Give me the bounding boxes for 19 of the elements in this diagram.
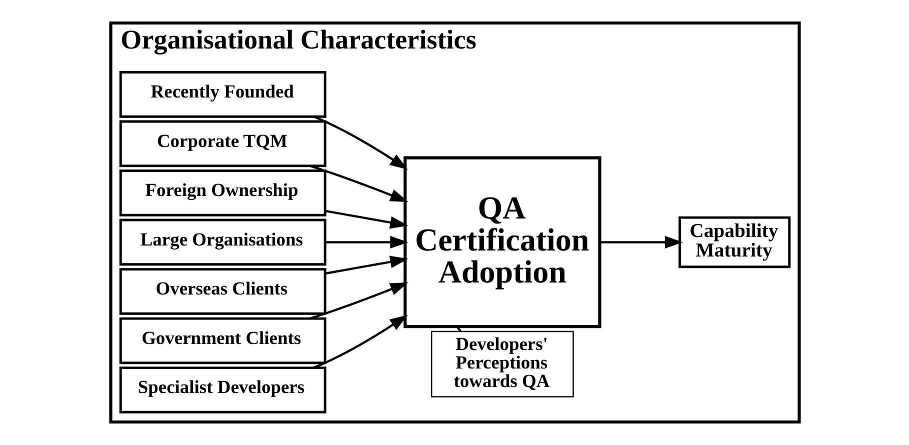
- node-box: Recently Founded: [118, 71, 326, 118]
- node-box: Foreign Ownership: [118, 170, 326, 216]
- node-box: Capability Maturity: [678, 216, 790, 268]
- node-box: Developers' Perceptions towards QA: [430, 330, 574, 398]
- node-box: Government Clients: [118, 317, 326, 364]
- arrow: [324, 236, 408, 248]
- node-box: Overseas Clients: [118, 268, 326, 315]
- arrow: [312, 314, 408, 369]
- arrow: [312, 116, 408, 170]
- node-box: Specialist Developers: [118, 366, 326, 414]
- connector: [456, 326, 461, 332]
- arrow: [324, 256, 408, 275]
- node-box: Corporate TQM: [118, 120, 326, 168]
- arrow: [599, 236, 682, 248]
- arrow: [308, 282, 408, 320]
- arrow: [324, 210, 408, 229]
- node-box: Large Organisations: [118, 218, 326, 266]
- node-box: QA Certification Adoption: [403, 156, 601, 328]
- arrow: [308, 164, 408, 202]
